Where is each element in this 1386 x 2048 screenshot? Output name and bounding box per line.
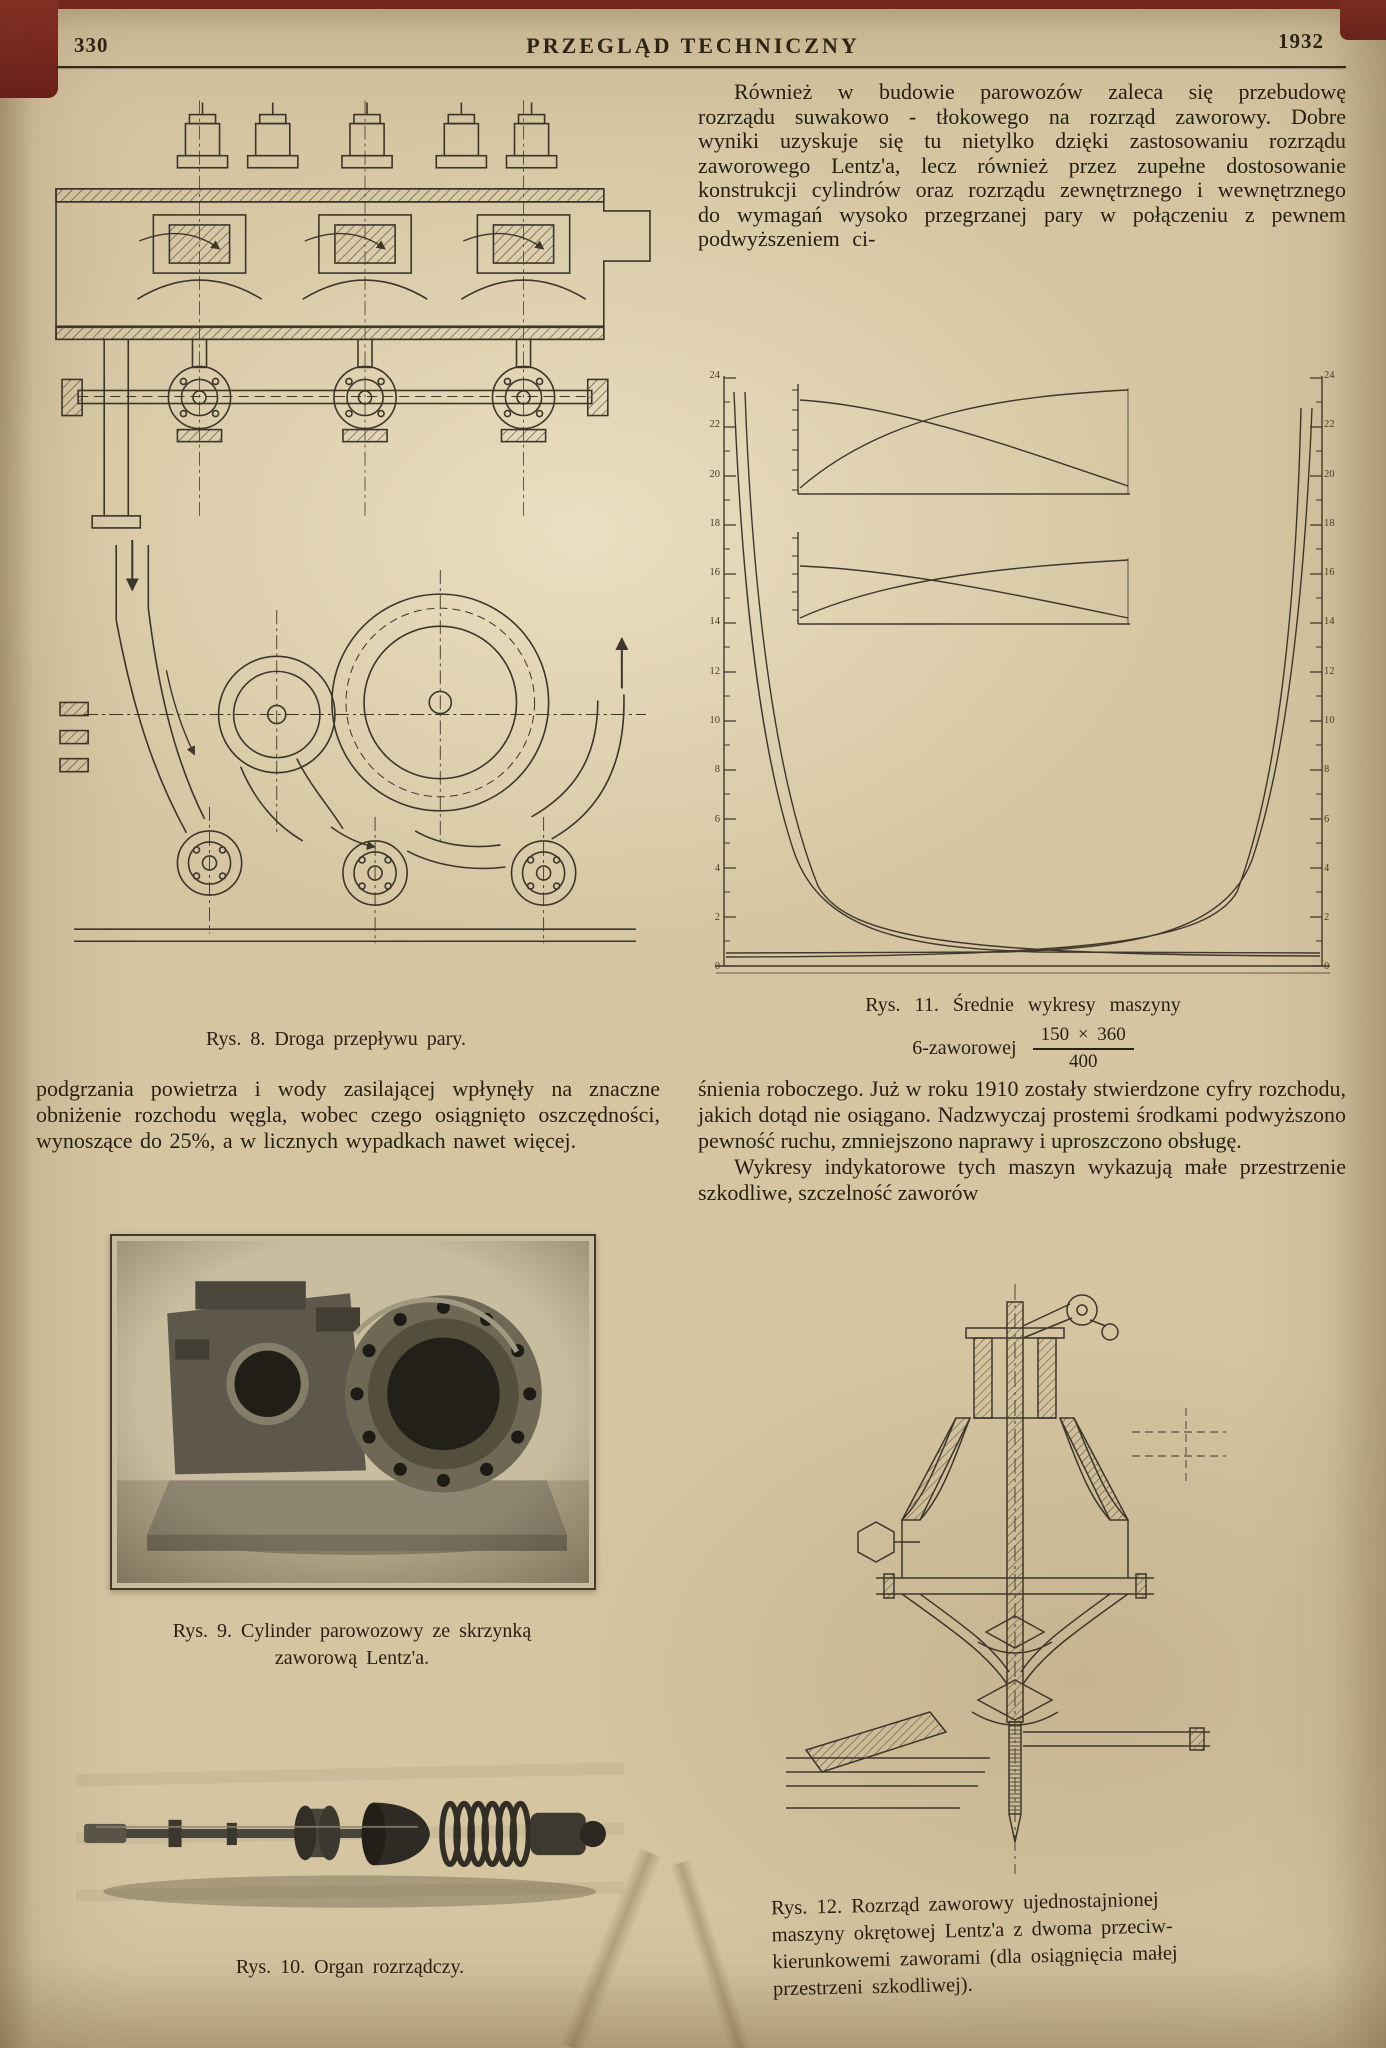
photo-backdrop-top-right <box>1340 0 1386 40</box>
axis-tick-label: 16 <box>1324 567 1335 579</box>
figure9-cylinder-photo <box>110 1234 596 1590</box>
steam-flow-arrows <box>165 670 376 850</box>
photo-backdrop-top-edge <box>0 0 1386 9</box>
axis-tick-label: 16 <box>709 567 721 579</box>
fraction-numerator: 150 × 360 <box>1032 1024 1134 1050</box>
figure8-steam-flow-drawing <box>44 88 666 1022</box>
axis-tick-label: 0 <box>1324 961 1330 973</box>
figure10-caption: Rys. 10. Organ rozrządczy. <box>235 1956 465 1978</box>
axis-tick-label: 6 <box>1324 813 1330 825</box>
axis-tick-label: 4 <box>1324 862 1330 874</box>
figure11-cylinder-dimensions: 150 × 360 400 <box>1032 1024 1134 1073</box>
figure11-engine-label: 6-zaworowej <box>912 1037 1017 1059</box>
axis-tick-label: 24 <box>1324 370 1335 381</box>
axis-tick-label: 22 <box>709 419 721 431</box>
fraction-denominator: 400 <box>1068 1051 1098 1072</box>
axis-tick-label: 20 <box>709 468 721 480</box>
axis-tick-label: 20 <box>1324 468 1335 480</box>
axis-tick-label: 8 <box>714 764 720 776</box>
axis-tick-label: 2 <box>1324 912 1330 924</box>
axis-tick-label: 0 <box>714 961 720 973</box>
figure12-valve-gear-drawing <box>780 1280 1250 1878</box>
axis-tick-label: 10 <box>1324 714 1335 726</box>
figure8-caption: Rys. 8. Droga przepływu pary. <box>206 1028 466 1050</box>
figure11-caption-line2: 6-zaworowej 150 × 360 400 <box>698 1024 1348 1073</box>
center-lines <box>199 100 524 520</box>
axis-tick-label: 22 <box>1324 419 1335 431</box>
figure12-svg <box>786 1284 1226 1874</box>
axis-tick-label: 2 <box>714 912 720 924</box>
paragraph-right-1: Również w budowie parowozów zaleca się p… <box>698 79 1346 251</box>
photo-backdrop-top-left <box>0 0 58 98</box>
axis-tick-label: 4 <box>714 862 720 874</box>
figure10-svg <box>76 1762 624 1908</box>
figure11-svg <box>716 376 1330 974</box>
figure10-valve-gear-photo <box>76 1742 624 1934</box>
page-number: 330 <box>74 33 109 57</box>
journal-title: PRZEGLĄD TECHNICZNY <box>526 33 860 58</box>
axis-tick-label: 14 <box>709 616 721 628</box>
header-rule <box>56 66 1346 68</box>
axis-tick-label: 10 <box>709 714 721 726</box>
valve-spring <box>439 1800 532 1868</box>
figure8-svg <box>55 100 651 944</box>
steam-flow-arrows <box>139 232 545 250</box>
steam-path-section <box>59 539 646 944</box>
axis-tick-label: 6 <box>714 813 720 825</box>
valve-caps <box>176 102 558 169</box>
axis-tick-label: 24 <box>709 370 721 381</box>
axis-tick-label: 14 <box>1324 616 1335 628</box>
year-label: 1932 <box>1278 29 1324 53</box>
axis-tick-label: 8 <box>1324 764 1330 776</box>
figure9-svg <box>117 1241 589 1583</box>
cylinder-block-section <box>55 100 651 529</box>
figure9-caption-line2: zaworową Lentz'a. <box>274 1647 430 1669</box>
valve-cross-section <box>786 1284 1226 1874</box>
paragraph-left-1: podgrzania powietrza i wody zasilającej … <box>36 1076 660 1153</box>
axis-tick-label: 18 <box>1324 517 1335 529</box>
paragraph-right-block: śnienia roboczego. Już w roku 1910 zosta… <box>698 1076 1346 1206</box>
paragraph-right-3: Wykresy indykatorowe tych maszyn wykazuj… <box>698 1154 1346 1205</box>
diagram-lines <box>716 376 1330 974</box>
figure12-caption: Rys. 12. Rozrząd zaworowy ujednostajnion… <box>771 1885 1243 2004</box>
axis-tick-label: 18 <box>709 517 721 529</box>
figure9-caption: Rys. 9. Cylinder parowozowy ze skrzynką … <box>90 1618 614 1672</box>
axis-tick-label: 12 <box>1324 665 1335 677</box>
paper-fold-crease <box>669 1859 753 2048</box>
figure11-caption-line1: Rys. 11. Średnie wykresy maszyny <box>865 994 1181 1016</box>
figure9-caption-line1: Rys. 9. Cylinder parowozowy ze skrzynką <box>172 1620 532 1642</box>
axis-tick-label: 12 <box>709 665 721 677</box>
paragraph-right-2: śnienia roboczego. Już w roku 1910 zosta… <box>698 1076 1346 1153</box>
